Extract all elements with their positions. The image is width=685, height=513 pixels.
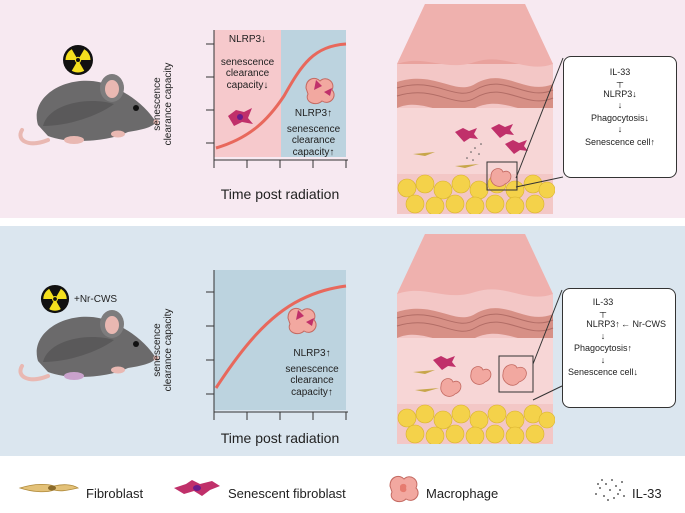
- pathway-node-il33: IL-33: [609, 67, 631, 77]
- pathway-box-bottom: IL-33 ┬ NLRP3↑ ← Nr-CWS ↓ Phagocytosis↑ …: [562, 288, 676, 408]
- skin-section-top: [396, 4, 555, 214]
- pathway-node-senescence: Senescence cell↑: [584, 137, 656, 147]
- shade-treated: [214, 270, 346, 410]
- macrophage-icon: [287, 307, 317, 335]
- shade-treated-text: NLRP3↑ senescence clearance capacity↑: [285, 348, 339, 398]
- shade-late-text: NLRP3↑ senescence clearance capacity↑: [286, 108, 341, 158]
- panel-nr-cws-treatment: +Nr-CWS senescence cleara: [0, 226, 685, 456]
- macrophage-icon: [389, 475, 419, 503]
- legend-label-senescent-fibroblast: Senescent fibroblast: [228, 486, 346, 501]
- pathway-node-nlrp3: NLRP3↑: [586, 319, 620, 329]
- pathway-node-phagocytosis: Phagocytosis↑: [573, 343, 633, 353]
- zoom-connector-top: [515, 57, 564, 188]
- rat-illustration: [18, 74, 159, 146]
- shade-early: [214, 30, 281, 157]
- shade-early-text: NLRP3↓ senescence clearance capacity↓: [220, 34, 275, 91]
- macrophage-icon: [305, 77, 335, 105]
- clearance-curve: [214, 284, 347, 389]
- zoom-connector-bottom: [532, 289, 563, 401]
- x-axis-label-top: Time post radiation: [220, 186, 340, 202]
- y-axis-label-bottom: senescence clearance capacity: [152, 308, 174, 392]
- panel-irradiation: senescence clearance capacity NLRP3↓ sen…: [0, 0, 685, 218]
- skin-section-bottom: [396, 234, 555, 444]
- senescent-fibroblast-icon: [228, 108, 253, 126]
- legend: Fibroblast Senescent fibroblast Macropha…: [0, 462, 685, 513]
- pathway-node-il33: IL-33: [592, 297, 614, 307]
- legend-label-il33: IL-33: [632, 486, 662, 501]
- pathway-node-senescence: Senescence cell↓: [567, 367, 639, 377]
- rat-illustration: [18, 310, 159, 382]
- fibroblast-icon: [18, 483, 80, 493]
- chart-bottom: [206, 270, 348, 420]
- radiation-symbol-icon: [63, 45, 93, 75]
- x-axis-label-bottom: Time post radiation: [220, 430, 340, 446]
- senescent-fibroblast-icon: [174, 480, 220, 496]
- pathway-node-nr-cws: ← Nr-CWS: [621, 319, 667, 329]
- y-axis-label-top: senescence clearance capacity: [152, 62, 174, 146]
- legend-label-macrophage: Macrophage: [426, 486, 499, 501]
- treatment-label: +Nr-CWS: [74, 294, 118, 305]
- radiation-symbol-icon: [40, 284, 70, 314]
- il33-dots-icon: [595, 479, 625, 501]
- chart-top: [206, 30, 348, 168]
- legend-label-fibroblast: Fibroblast: [86, 486, 144, 501]
- pathway-box-top: IL-33 ┬ NLRP3↓ ↓ Phagocytosis↓ ↓ Senesce…: [563, 56, 677, 178]
- clearance-curve: [215, 42, 347, 150]
- pathway-node-phagocytosis: Phagocytosis↓: [590, 113, 650, 123]
- pathway-node-nlrp3: NLRP3↓: [603, 89, 637, 99]
